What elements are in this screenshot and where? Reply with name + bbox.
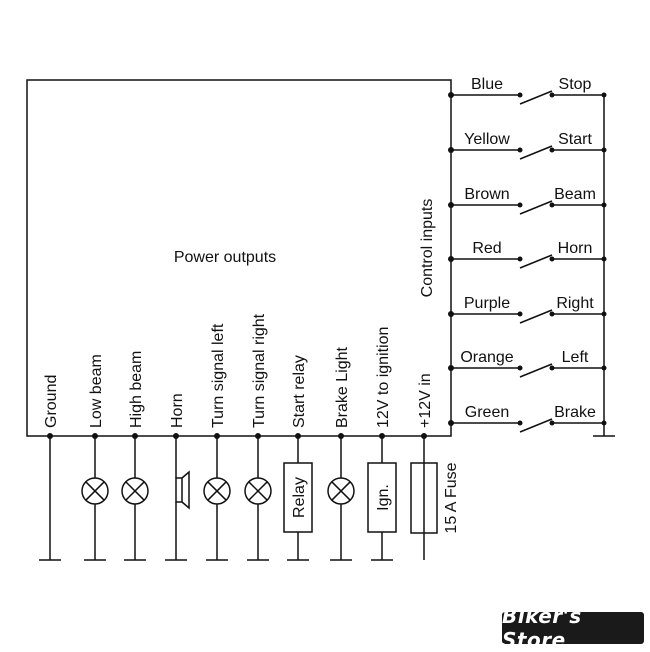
output-label: Ground	[43, 375, 60, 428]
control-input-row: Yellow Start	[448, 131, 607, 160]
lamp-icon	[203, 477, 231, 505]
switch-icon	[519, 418, 553, 433]
switch-contact	[517, 256, 523, 262]
component-label: Ign.	[375, 484, 392, 511]
switch-label: Left	[562, 349, 589, 366]
switch-icon	[519, 90, 553, 105]
control-input-row: Blue Stop	[448, 76, 607, 105]
output-label: +12V in	[417, 373, 434, 428]
output-label: Horn	[169, 393, 186, 428]
lamp-icon	[327, 477, 355, 505]
fuse-label: 15 A Fuse	[443, 462, 460, 533]
wire-color-label: Blue	[471, 76, 503, 93]
switch-label: Right	[556, 295, 594, 312]
switch-icon	[519, 363, 553, 378]
switch-icon	[519, 309, 553, 324]
switch-label: Beam	[554, 186, 596, 203]
switch-contact	[517, 92, 523, 98]
wire-color-label: Red	[472, 240, 501, 257]
output-terminal: Brake Light	[327, 347, 355, 561]
output-label: Turn signal left	[210, 323, 227, 428]
output-label: High beam	[128, 351, 145, 428]
switch-contact	[517, 420, 523, 426]
lamp-icon	[81, 477, 109, 505]
store-logo-text: Biker's Store	[502, 604, 582, 652]
component-label: Relay	[291, 477, 308, 518]
output-terminal: Turn signal left	[203, 323, 231, 561]
switch-label: Start	[558, 131, 592, 148]
switch-label: Stop	[559, 76, 592, 93]
output-terminal: +12V in 15 A Fuse	[410, 373, 460, 560]
output-terminal: Ground	[39, 375, 61, 561]
switch-label: Horn	[558, 240, 593, 257]
output-terminal: Turn signal right	[244, 313, 272, 561]
output-label: Low beam	[88, 354, 105, 428]
switch-icon	[519, 200, 553, 215]
wire-color-label: Purple	[464, 295, 510, 312]
control-input-row: Red Horn	[448, 240, 607, 269]
control-input-row: Green Brake	[448, 404, 607, 433]
control-input-row: Orange Left	[448, 349, 607, 378]
output-terminal: High beam	[121, 351, 149, 561]
output-label: 12V to ignition	[375, 327, 392, 428]
switch-contact	[517, 311, 523, 317]
wire-color-label: Green	[465, 404, 509, 421]
output-label: Start relay	[291, 355, 308, 428]
control-input-row: Brown Beam	[448, 186, 607, 215]
output-label: Turn signal right	[251, 313, 268, 428]
output-label: Brake Light	[334, 347, 351, 428]
control-input-row: Purple Right	[448, 295, 607, 324]
power-outputs-title: Power outputs	[174, 249, 276, 266]
store-logo: Biker's Store	[502, 604, 644, 652]
wire-color-label: Yellow	[464, 131, 510, 148]
lamp-icon	[244, 477, 272, 505]
switch-contact	[517, 202, 523, 208]
control-inputs-title: Control inputs	[419, 199, 436, 298]
lamp-icon	[121, 477, 149, 505]
output-terminal: Low beam	[81, 354, 109, 561]
switch-contact	[517, 365, 523, 371]
switch-icon	[519, 254, 553, 269]
switch-icon	[519, 145, 553, 160]
wire-color-label: Orange	[460, 349, 513, 366]
output-terminal: Horn	[165, 393, 190, 561]
switch-label: Brake	[554, 404, 596, 421]
wire-color-label: Brown	[464, 186, 509, 203]
controller-box	[26, 79, 452, 437]
horn-icon	[175, 470, 190, 510]
switch-contact	[517, 147, 523, 153]
